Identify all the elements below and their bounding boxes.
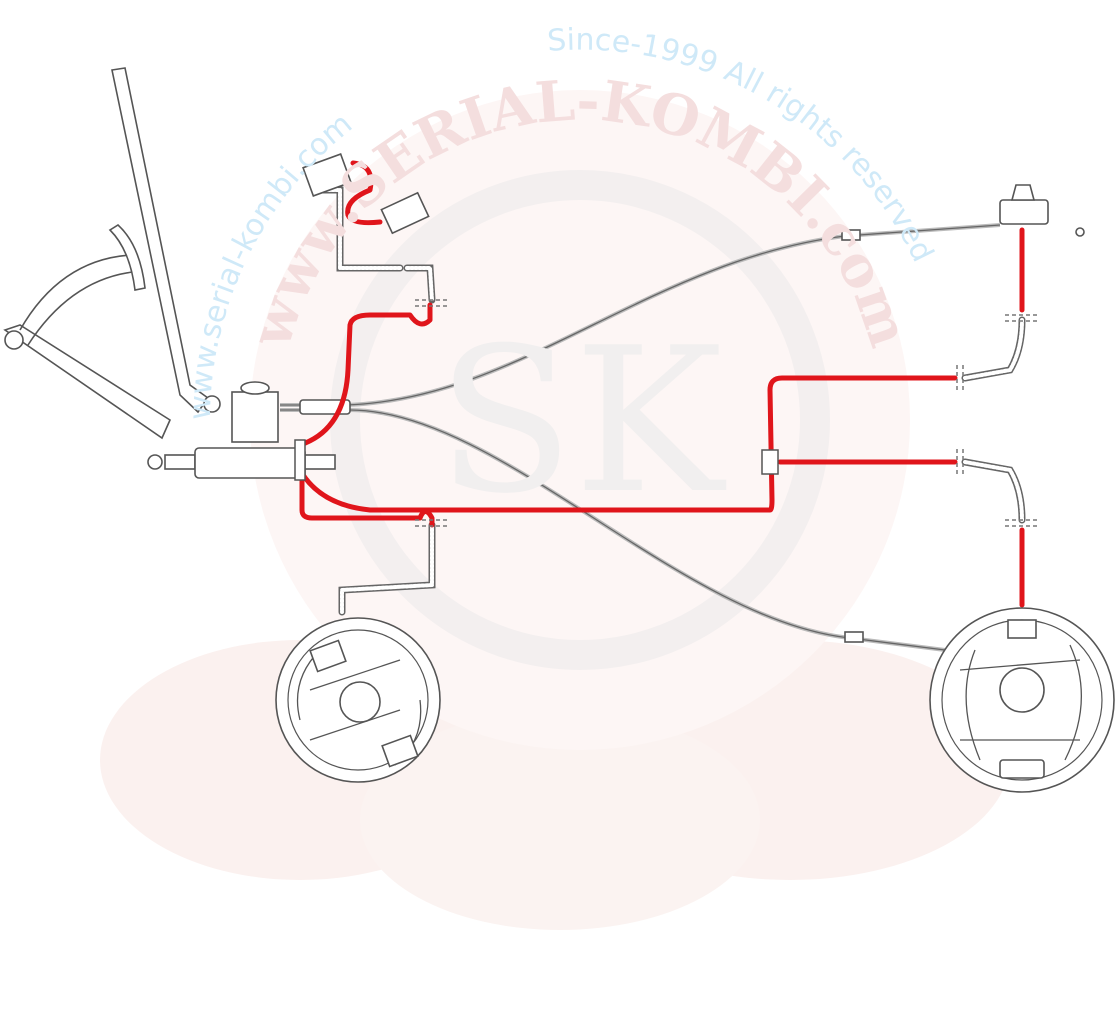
pedal-pivot (203, 395, 221, 413)
wheel-cylinder-rl (999, 759, 1045, 779)
brake-shoes-rl (959, 644, 1082, 761)
watermark-petal-center (360, 710, 760, 930)
rear-left-drum (929, 607, 1115, 793)
pushrod (164, 454, 196, 470)
cable-right-rear-outline (280, 224, 1001, 406)
bracket-rr-wheel (1005, 314, 1040, 322)
brake-pedal (3, 67, 221, 470)
pedal-pivot-left (4, 330, 24, 350)
wheel-cylinder-fl-b (381, 734, 419, 768)
bracket-front-right (415, 299, 448, 307)
hose-brackets (415, 299, 1040, 527)
cable-sleeve-left (844, 631, 864, 643)
handbrake-cables (280, 223, 1001, 652)
bracket-rear-left (956, 449, 964, 476)
cable-left-rear-outline (280, 409, 946, 651)
hose-rear-right (961, 316, 1026, 382)
watermark-monogram: SK (437, 305, 727, 538)
line-front-right-bridge (345, 160, 383, 226)
bracket-front-left (415, 519, 448, 527)
line-front-left (299, 457, 435, 528)
three-way-tee (761, 449, 779, 475)
pedal-lever (3, 324, 172, 440)
pedal-stop (108, 224, 146, 291)
line-rear-main (297, 375, 958, 513)
watermark-ring-inner (330, 170, 830, 670)
cable-end-rr (1075, 227, 1085, 237)
hose-rear-left (961, 458, 1026, 524)
outlet-fittings (294, 439, 306, 481)
wheel-cylinder-a (302, 153, 352, 197)
cylinder-body-rr (999, 199, 1049, 225)
reservoir (231, 391, 279, 443)
rear-right-wheel-cylinder (999, 184, 1085, 237)
bracket-rear-right (956, 365, 964, 392)
hub-rl (999, 667, 1045, 713)
wheel-cylinder-fl-a (309, 639, 347, 673)
cable-sleeve-right (841, 229, 861, 241)
cylinder-body (194, 447, 306, 479)
brake-light-switch (304, 454, 336, 470)
front-left-drum (275, 617, 441, 783)
pushrod-clevis (147, 454, 163, 470)
wheel-cylinder-b (380, 191, 430, 235)
hub (339, 681, 381, 723)
line-front-right (297, 302, 433, 448)
brake-hoses (316, 186, 1026, 616)
brake-shoes (296, 649, 422, 766)
cylinder-mount-rr (1010, 184, 1036, 201)
reservoir-cap (240, 381, 270, 395)
master-cylinder (164, 381, 336, 479)
hose-braid (318, 188, 1024, 614)
drum-inner (287, 629, 429, 771)
bracket-rl-wheel (1005, 519, 1040, 527)
pedal-linkage (19, 254, 134, 346)
front-wheel-cylinders-upper (302, 153, 430, 235)
anchor-rl (1007, 619, 1037, 639)
